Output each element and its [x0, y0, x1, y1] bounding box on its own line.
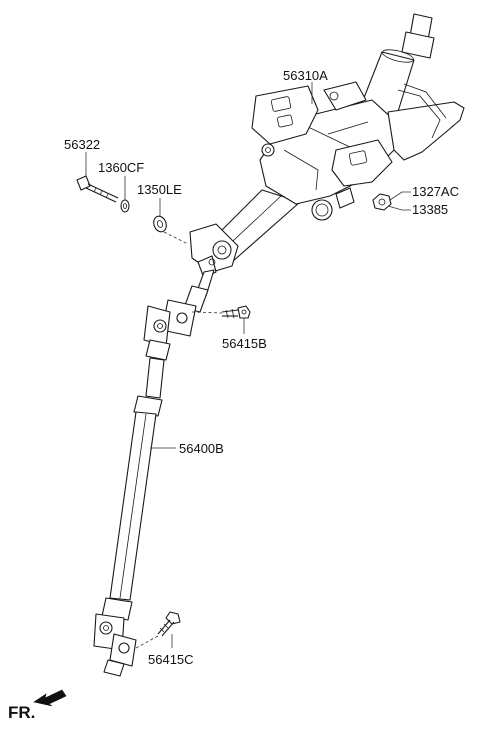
- leader-lines: [85, 82, 411, 649]
- label-56415B: 56415B: [222, 336, 267, 351]
- fr-label: FR.: [8, 703, 35, 722]
- upper-universal-joint: [143, 285, 209, 361]
- steering-column-assembly: [189, 13, 465, 297]
- label-13385: 13385: [412, 202, 448, 217]
- label-56415C: 56415C: [148, 652, 194, 667]
- part-labels: 56310A 56322 1360CF 1350LE 1327AC 13385 …: [64, 68, 459, 667]
- label-1360CF: 1360CF: [98, 160, 144, 175]
- label-56400B: 56400B: [179, 441, 224, 456]
- washer-1350LE: [153, 215, 167, 233]
- washer-1360CF: [120, 199, 130, 213]
- label-1327AC: 1327AC: [412, 184, 459, 199]
- front-direction-marker: FR.: [8, 689, 67, 722]
- lower-universal-joint: [93, 597, 137, 677]
- label-56310A: 56310A: [283, 68, 328, 83]
- nut-1327AC: [372, 193, 392, 211]
- bolt-56415B: [221, 305, 251, 319]
- bolt-56415C: [157, 611, 181, 637]
- front-arrow-icon: [33, 689, 67, 707]
- label-1350LE: 1350LE: [137, 182, 182, 197]
- intermediate-shaft: [109, 357, 165, 601]
- bolt-56322: [76, 175, 119, 203]
- label-56322: 56322: [64, 137, 100, 152]
